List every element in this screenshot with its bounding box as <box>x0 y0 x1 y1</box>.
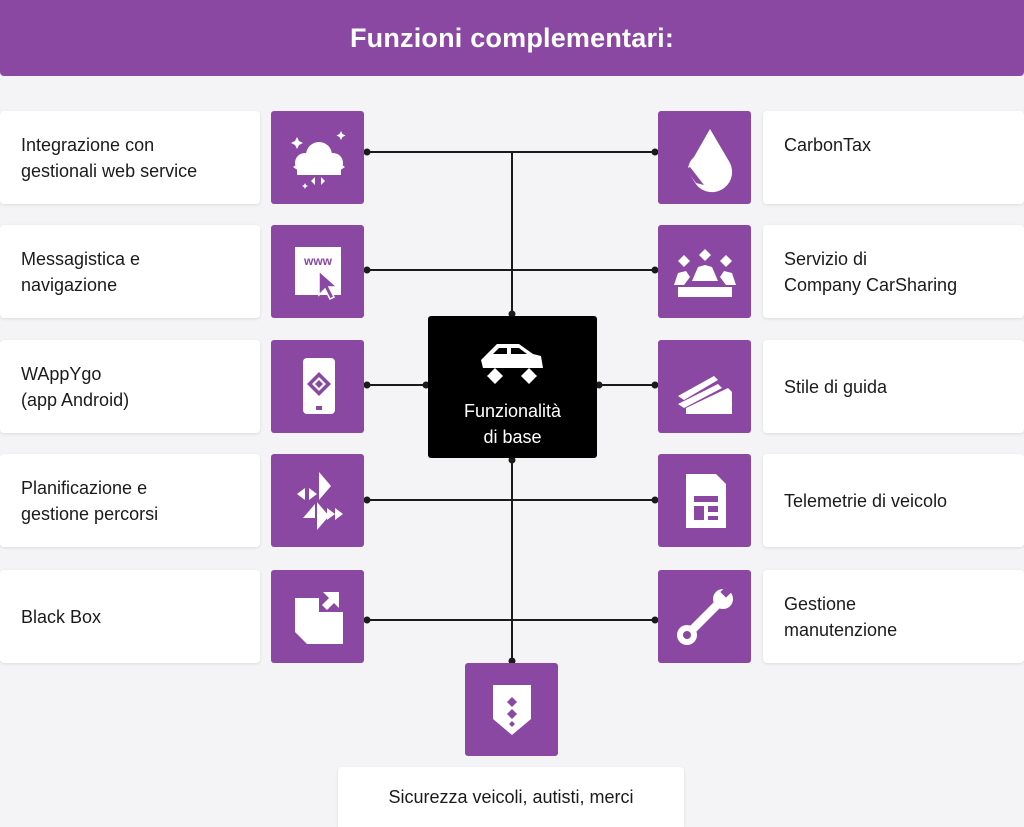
header-banner: Funzioni complementari: <box>0 0 1024 76</box>
right-card-label: Servizio di Company CarSharing <box>784 248 958 295</box>
right-card-label: Gestione manutenzione <box>784 593 898 640</box>
right-tile-carsharing <box>658 225 751 318</box>
bottom-tile-security <box>465 663 558 756</box>
left-card-blackbox: Black Box <box>0 570 260 663</box>
right-card-carbontax: CarbonTax <box>763 111 1024 204</box>
box-icon <box>294 591 343 644</box>
route-arrows-icon <box>296 471 343 530</box>
right-tile-driving <box>658 340 751 433</box>
left-card-label: Integrazione con gestionali web service <box>21 134 198 181</box>
left-tile-routes <box>271 454 364 547</box>
driving-style-icon <box>677 375 732 414</box>
people-icon <box>673 248 736 297</box>
left-card-label: WAppYgo (app Android) <box>21 363 130 410</box>
right-card-label: Telemetrie di veicolo <box>784 490 948 511</box>
left-card-label: Planificazione e gestione percorsi <box>21 477 159 524</box>
left-tile-web-service <box>271 111 364 204</box>
car-icon <box>481 344 543 384</box>
svg-text:www: www <box>302 254 332 268</box>
left-tile-blackbox <box>271 570 364 663</box>
sim-card-icon <box>685 473 726 528</box>
right-card-label: Stile di guida <box>784 376 888 397</box>
shield-icon <box>492 684 531 735</box>
cloud-icon <box>290 130 345 189</box>
left-tile-messaging: www <box>271 225 364 318</box>
left-card-messaging: Messagistica e navigazione <box>0 225 260 318</box>
www-cursor-icon: www <box>294 246 341 300</box>
right-tile-carbontax <box>658 111 751 204</box>
bottom-card-security: Sicurezza veicoli, autisti, merci <box>338 767 684 827</box>
center-block: Funzionalità di base <box>428 316 597 458</box>
page-title: Funzioni complementari: <box>349 22 675 53</box>
left-card-routes: Planificazione e gestione percorsi <box>0 454 260 547</box>
left-card-web-service: Integrazione con gestionali web service <box>0 111 260 204</box>
drop-icon <box>685 128 732 192</box>
right-card-label: CarbonTax <box>784 135 872 155</box>
bottom-card-label: Sicurezza veicoli, autisti, merci <box>388 786 634 807</box>
phone-icon <box>302 357 335 414</box>
left-card-label: Messagistica e navigazione <box>21 248 141 295</box>
wrench-icon <box>676 585 733 645</box>
right-card-carsharing: Servizio di Company CarSharing <box>763 225 1024 318</box>
left-card-label: Black Box <box>21 606 102 627</box>
left-card-wappygo: WAppYgo (app Android) <box>0 340 260 433</box>
center-label: Funzionalità di base <box>463 401 562 447</box>
right-card-maintenance: Gestione manutenzione <box>763 570 1024 663</box>
right-card-driving: Stile di guida <box>763 340 1024 433</box>
right-tile-telemetry <box>658 454 751 547</box>
right-tile-maintenance <box>658 570 751 663</box>
right-card-telemetry: Telemetrie di veicolo <box>763 454 1024 547</box>
left-tile-wappygo <box>271 340 364 433</box>
